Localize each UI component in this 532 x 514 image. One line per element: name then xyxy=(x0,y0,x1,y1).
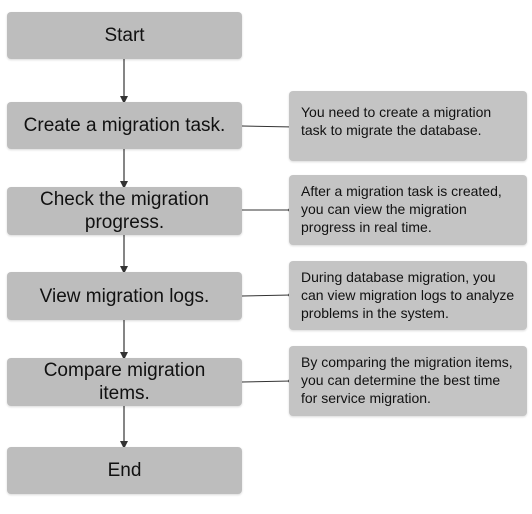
note-create-migration-task: You need to create a migration task to m… xyxy=(289,91,527,161)
note-connector-logs xyxy=(241,294,292,297)
note-check-migration-progress: After a migration task is created, you c… xyxy=(289,175,527,245)
note-view-migration-logs-text: During database migration, you can view … xyxy=(301,269,515,321)
step-start-label: Start xyxy=(104,25,145,46)
note-compare-migration-items-text: By comparing the migration items, you ca… xyxy=(301,354,513,406)
step-view-migration-logs-label: View migration logs. xyxy=(39,285,210,307)
step-check-migration-progress-label: Check the migration progress. xyxy=(40,189,209,233)
step-compare-migration-items-label: Compare migration items. xyxy=(43,360,206,404)
step-check-migration-progress: Check the migration progress. xyxy=(7,187,242,235)
note-create-migration-task-text: You need to create a migration task to m… xyxy=(301,104,492,138)
note-view-migration-logs: During database migration, you can view … xyxy=(289,261,527,330)
note-compare-migration-items: By comparing the migration items, you ca… xyxy=(289,346,527,416)
step-end: End xyxy=(7,447,242,494)
note-connector-compare xyxy=(241,380,292,383)
step-create-migration-task: Create a migration task. xyxy=(7,102,242,149)
step-compare-migration-items: Compare migration items. xyxy=(7,358,242,406)
step-end-label: End xyxy=(107,460,142,481)
step-start: Start xyxy=(7,12,242,59)
step-view-migration-logs: View migration logs. xyxy=(7,272,242,320)
note-connector-create xyxy=(241,125,295,128)
note-check-migration-progress-text: After a migration task is created, you c… xyxy=(301,183,502,235)
step-create-migration-task-label: Create a migration task. xyxy=(23,115,226,136)
